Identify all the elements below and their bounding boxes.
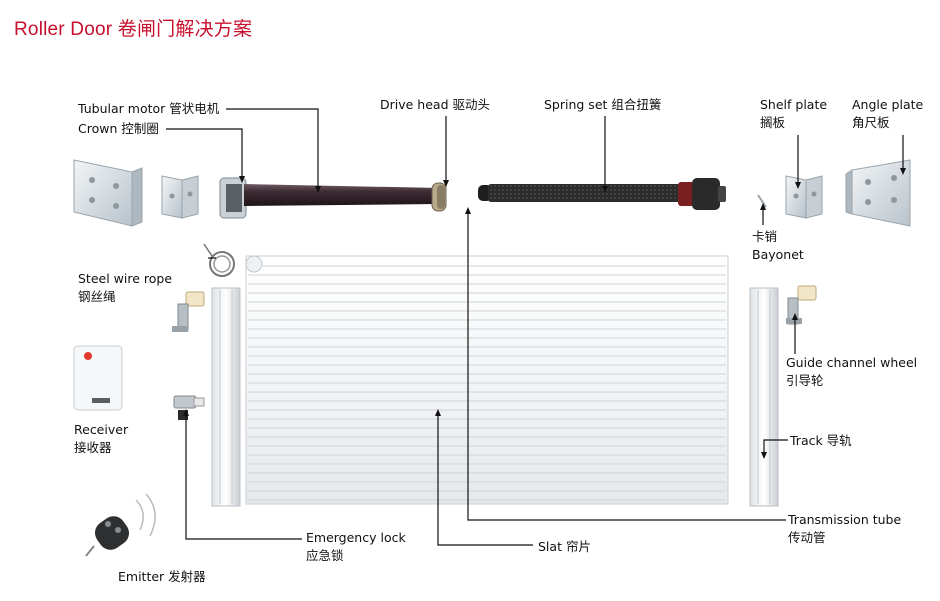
- label-bayonet-en: Bayonet: [752, 247, 804, 262]
- page-title: Roller Door 卷闸门解决方案: [14, 19, 253, 40]
- emitter-icon: [85, 493, 156, 557]
- label-steel-wire-zh: 钢丝绳: [78, 289, 116, 304]
- label-spring-set: Spring set 组合扭簧: [544, 97, 662, 112]
- label-angle-plate-zh: 角尺板: [852, 115, 890, 130]
- label-emergency-en: Emergency lock: [306, 530, 406, 545]
- angle-plate-left-icon: [73, 159, 143, 227]
- label-transmission-zh: 传动管: [788, 530, 826, 545]
- track-right-icon: [749, 287, 779, 507]
- label-crown: Crown 控制圈: [78, 121, 159, 136]
- label-steel-wire-en: Steel wire rope: [78, 271, 173, 286]
- shelf-plate-left-icon: [161, 175, 199, 219]
- label-emitter: Emitter 发射器: [118, 569, 206, 584]
- label-drive-head: Drive head 驱动头: [380, 97, 490, 112]
- label-bayonet-zh: 卡销: [752, 229, 778, 244]
- guide-wheel-right-icon: [786, 285, 817, 325]
- receiver-icon: [73, 345, 123, 411]
- label-slat: Slat 帘片: [538, 539, 591, 554]
- spring-set-icon: [478, 178, 726, 210]
- track-left-icon: [211, 287, 241, 507]
- label-shelf-plate-en: Shelf plate: [760, 97, 828, 112]
- steel-wire-rope-icon: [203, 243, 235, 277]
- guide-wheel-left-icon: [172, 291, 205, 332]
- label-guide-wheel-en: Guide channel wheel: [786, 355, 918, 370]
- bayonet-icon: [757, 194, 767, 208]
- label-emergency-zh: 应急锁: [306, 548, 344, 563]
- leader-lines: [166, 108, 904, 546]
- label-receiver-en: Receiver: [74, 422, 129, 437]
- label-transmission-en: Transmission tube: [788, 512, 902, 527]
- emergency-lock-icon: [173, 395, 205, 420]
- label-shelf-plate-zh: 搁板: [760, 115, 786, 130]
- tubular-motor-icon: [219, 177, 447, 219]
- label-tubular-motor: Tubular motor 管状电机: [78, 101, 220, 116]
- label-receiver-zh: 接收器: [74, 440, 112, 455]
- slat-curtain-icon: [245, 255, 729, 505]
- label-track: Track 导轨: [790, 433, 852, 448]
- label-guide-wheel-zh: 引导轮: [786, 373, 824, 388]
- angle-plate-right-icon: [845, 159, 911, 227]
- label-angle-plate-en: Angle plate: [852, 97, 924, 112]
- arrowheads: [183, 168, 906, 459]
- shelf-plate-right-icon: [785, 175, 823, 219]
